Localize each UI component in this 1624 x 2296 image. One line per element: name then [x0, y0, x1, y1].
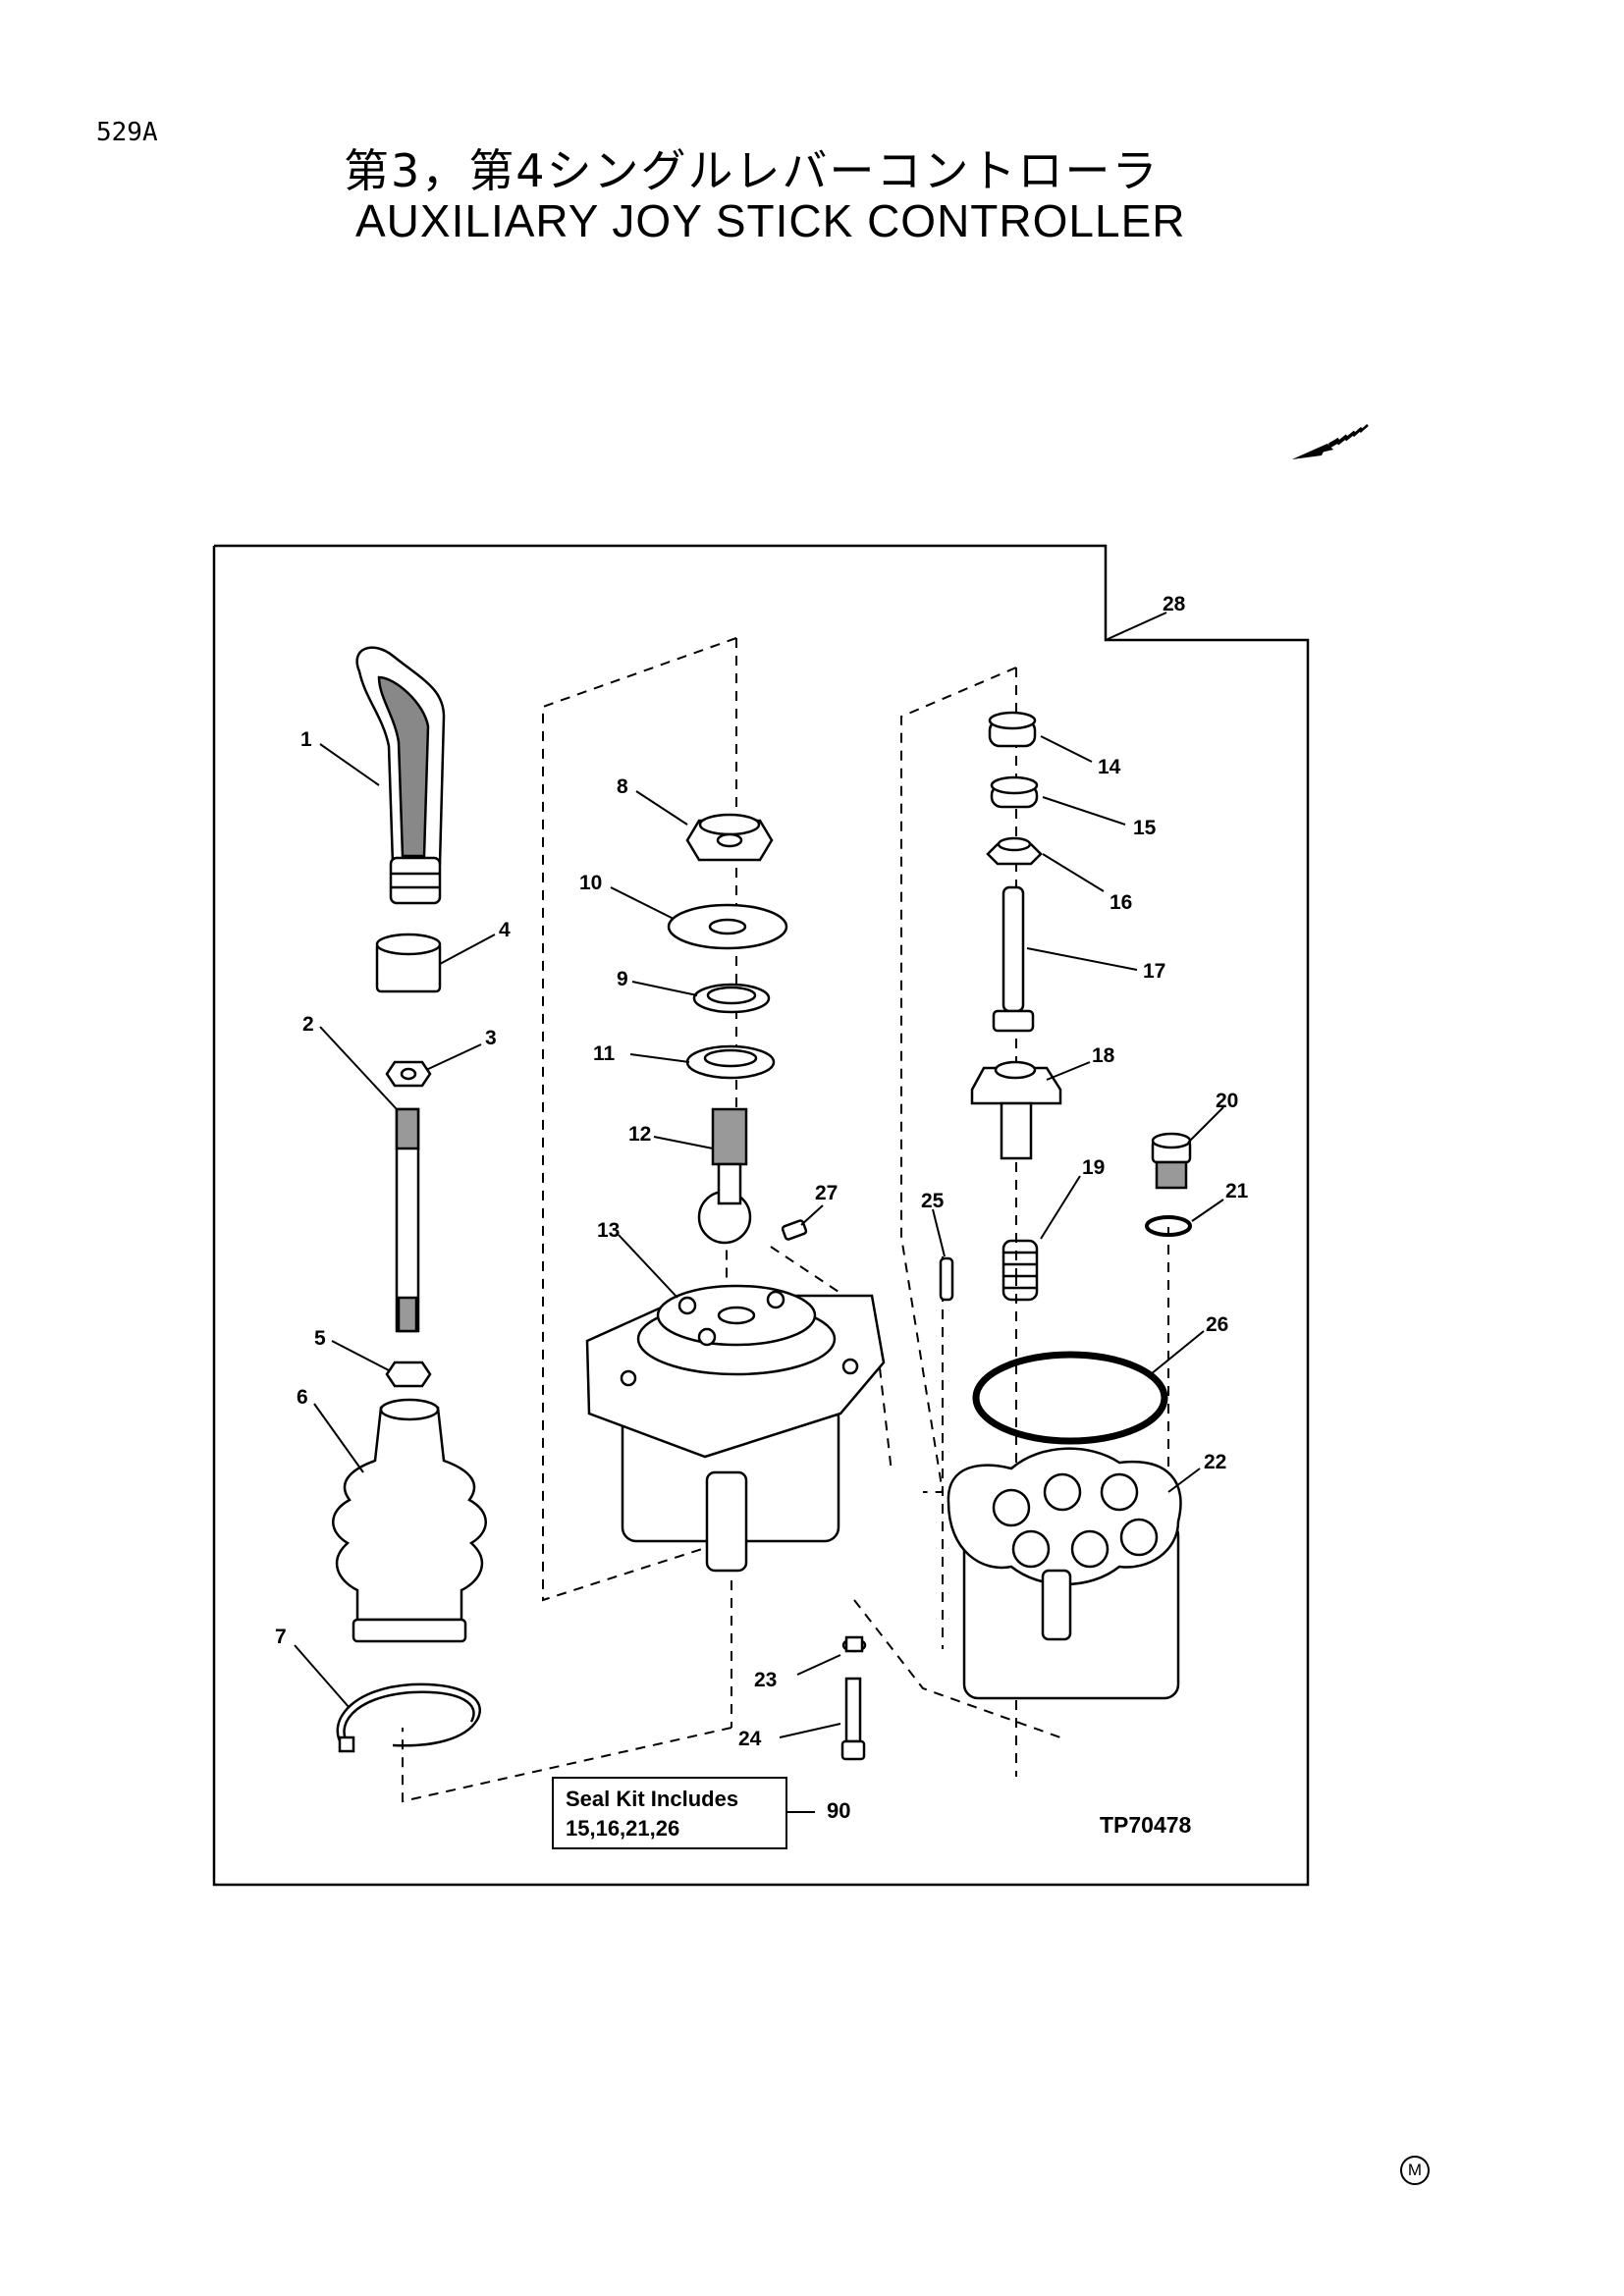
- callout-17: 17: [1143, 960, 1165, 983]
- callout-26: 26: [1206, 1313, 1228, 1336]
- callout-16: 16: [1110, 891, 1132, 914]
- part-8-nut: [685, 813, 774, 862]
- part-21-o-ring: [1145, 1215, 1192, 1237]
- figure-id: TP70478: [1100, 1812, 1192, 1838]
- part-25-pin: [939, 1256, 954, 1302]
- callout-7: 7: [275, 1626, 287, 1648]
- part-20-plug: [1151, 1132, 1192, 1190]
- callout-20: 20: [1216, 1090, 1238, 1112]
- part-27-pin: [781, 1219, 808, 1241]
- callout-28: 28: [1163, 593, 1186, 615]
- part-10-washer: [667, 903, 788, 950]
- callout-1: 1: [300, 728, 312, 751]
- title-japanese: 第3，第4シングルレバーコントローラ: [344, 144, 1160, 197]
- part-13-casing: [585, 1284, 886, 1573]
- callout-18: 18: [1092, 1044, 1115, 1067]
- callout-6: 6: [297, 1386, 308, 1409]
- callout-12: 12: [628, 1123, 651, 1146]
- callout-15: 15: [1133, 817, 1157, 839]
- title-english: AUXILIARY JOY STICK CONTROLLER: [355, 195, 1186, 246]
- part-3-nut: [385, 1060, 432, 1088]
- callout-19: 19: [1082, 1156, 1105, 1179]
- page-number: 529A: [96, 118, 158, 147]
- m-mark-icon: M: [1400, 2156, 1430, 2185]
- callout-11: 11: [593, 1042, 616, 1065]
- part-19-spring: [1001, 1239, 1039, 1302]
- part-2-rod: [395, 1107, 420, 1333]
- callout-21: 21: [1225, 1180, 1249, 1202]
- part-1-knob: [355, 646, 446, 905]
- seal-kit-box: Seal Kit Includes 15,16,21,26: [552, 1777, 787, 1849]
- callout-23: 23: [754, 1669, 777, 1691]
- callout-25: 25: [921, 1190, 945, 1212]
- part-16-seal: [986, 836, 1043, 866]
- callout-4: 4: [499, 919, 511, 941]
- callout-9: 9: [617, 968, 628, 990]
- seal-kit-parts: 15,16,21,26: [566, 1816, 680, 1841]
- part-14-bushing: [988, 711, 1037, 748]
- callout-3: 3: [485, 1027, 497, 1049]
- callout-14: 14: [1098, 756, 1121, 778]
- part-22-valve-body: [947, 1447, 1182, 1700]
- callout-2: 2: [302, 1013, 314, 1036]
- seal-kit-callout: 90: [827, 1798, 851, 1823]
- part-18-spool: [970, 1060, 1062, 1160]
- part-12-joint: [697, 1107, 752, 1245]
- part-24-bolt: [840, 1677, 866, 1761]
- callout-8: 8: [617, 775, 628, 798]
- part-17-push-rod: [992, 885, 1035, 1033]
- callout-22: 22: [1204, 1451, 1226, 1473]
- callout-27: 27: [815, 1182, 838, 1204]
- part-23-washer: [841, 1635, 867, 1653]
- callout-5: 5: [314, 1327, 326, 1350]
- front-direction-arrow-icon: [1292, 424, 1369, 459]
- part-26-o-ring: [972, 1351, 1168, 1445]
- part-15-seal: [990, 775, 1039, 809]
- part-5-nut: [385, 1361, 432, 1388]
- part-7-clamp: [336, 1682, 481, 1753]
- assembly-frame: [212, 544, 1310, 1887]
- callout-10: 10: [579, 872, 602, 894]
- seal-kit-title: Seal Kit Includes: [566, 1787, 739, 1811]
- callout-13: 13: [597, 1219, 620, 1242]
- callout-24: 24: [738, 1728, 762, 1750]
- part-9-spring-washer: [692, 983, 771, 1014]
- part-6-boot: [332, 1398, 487, 1643]
- part-11-washer: [685, 1044, 776, 1080]
- part-4-bushing: [375, 933, 442, 993]
